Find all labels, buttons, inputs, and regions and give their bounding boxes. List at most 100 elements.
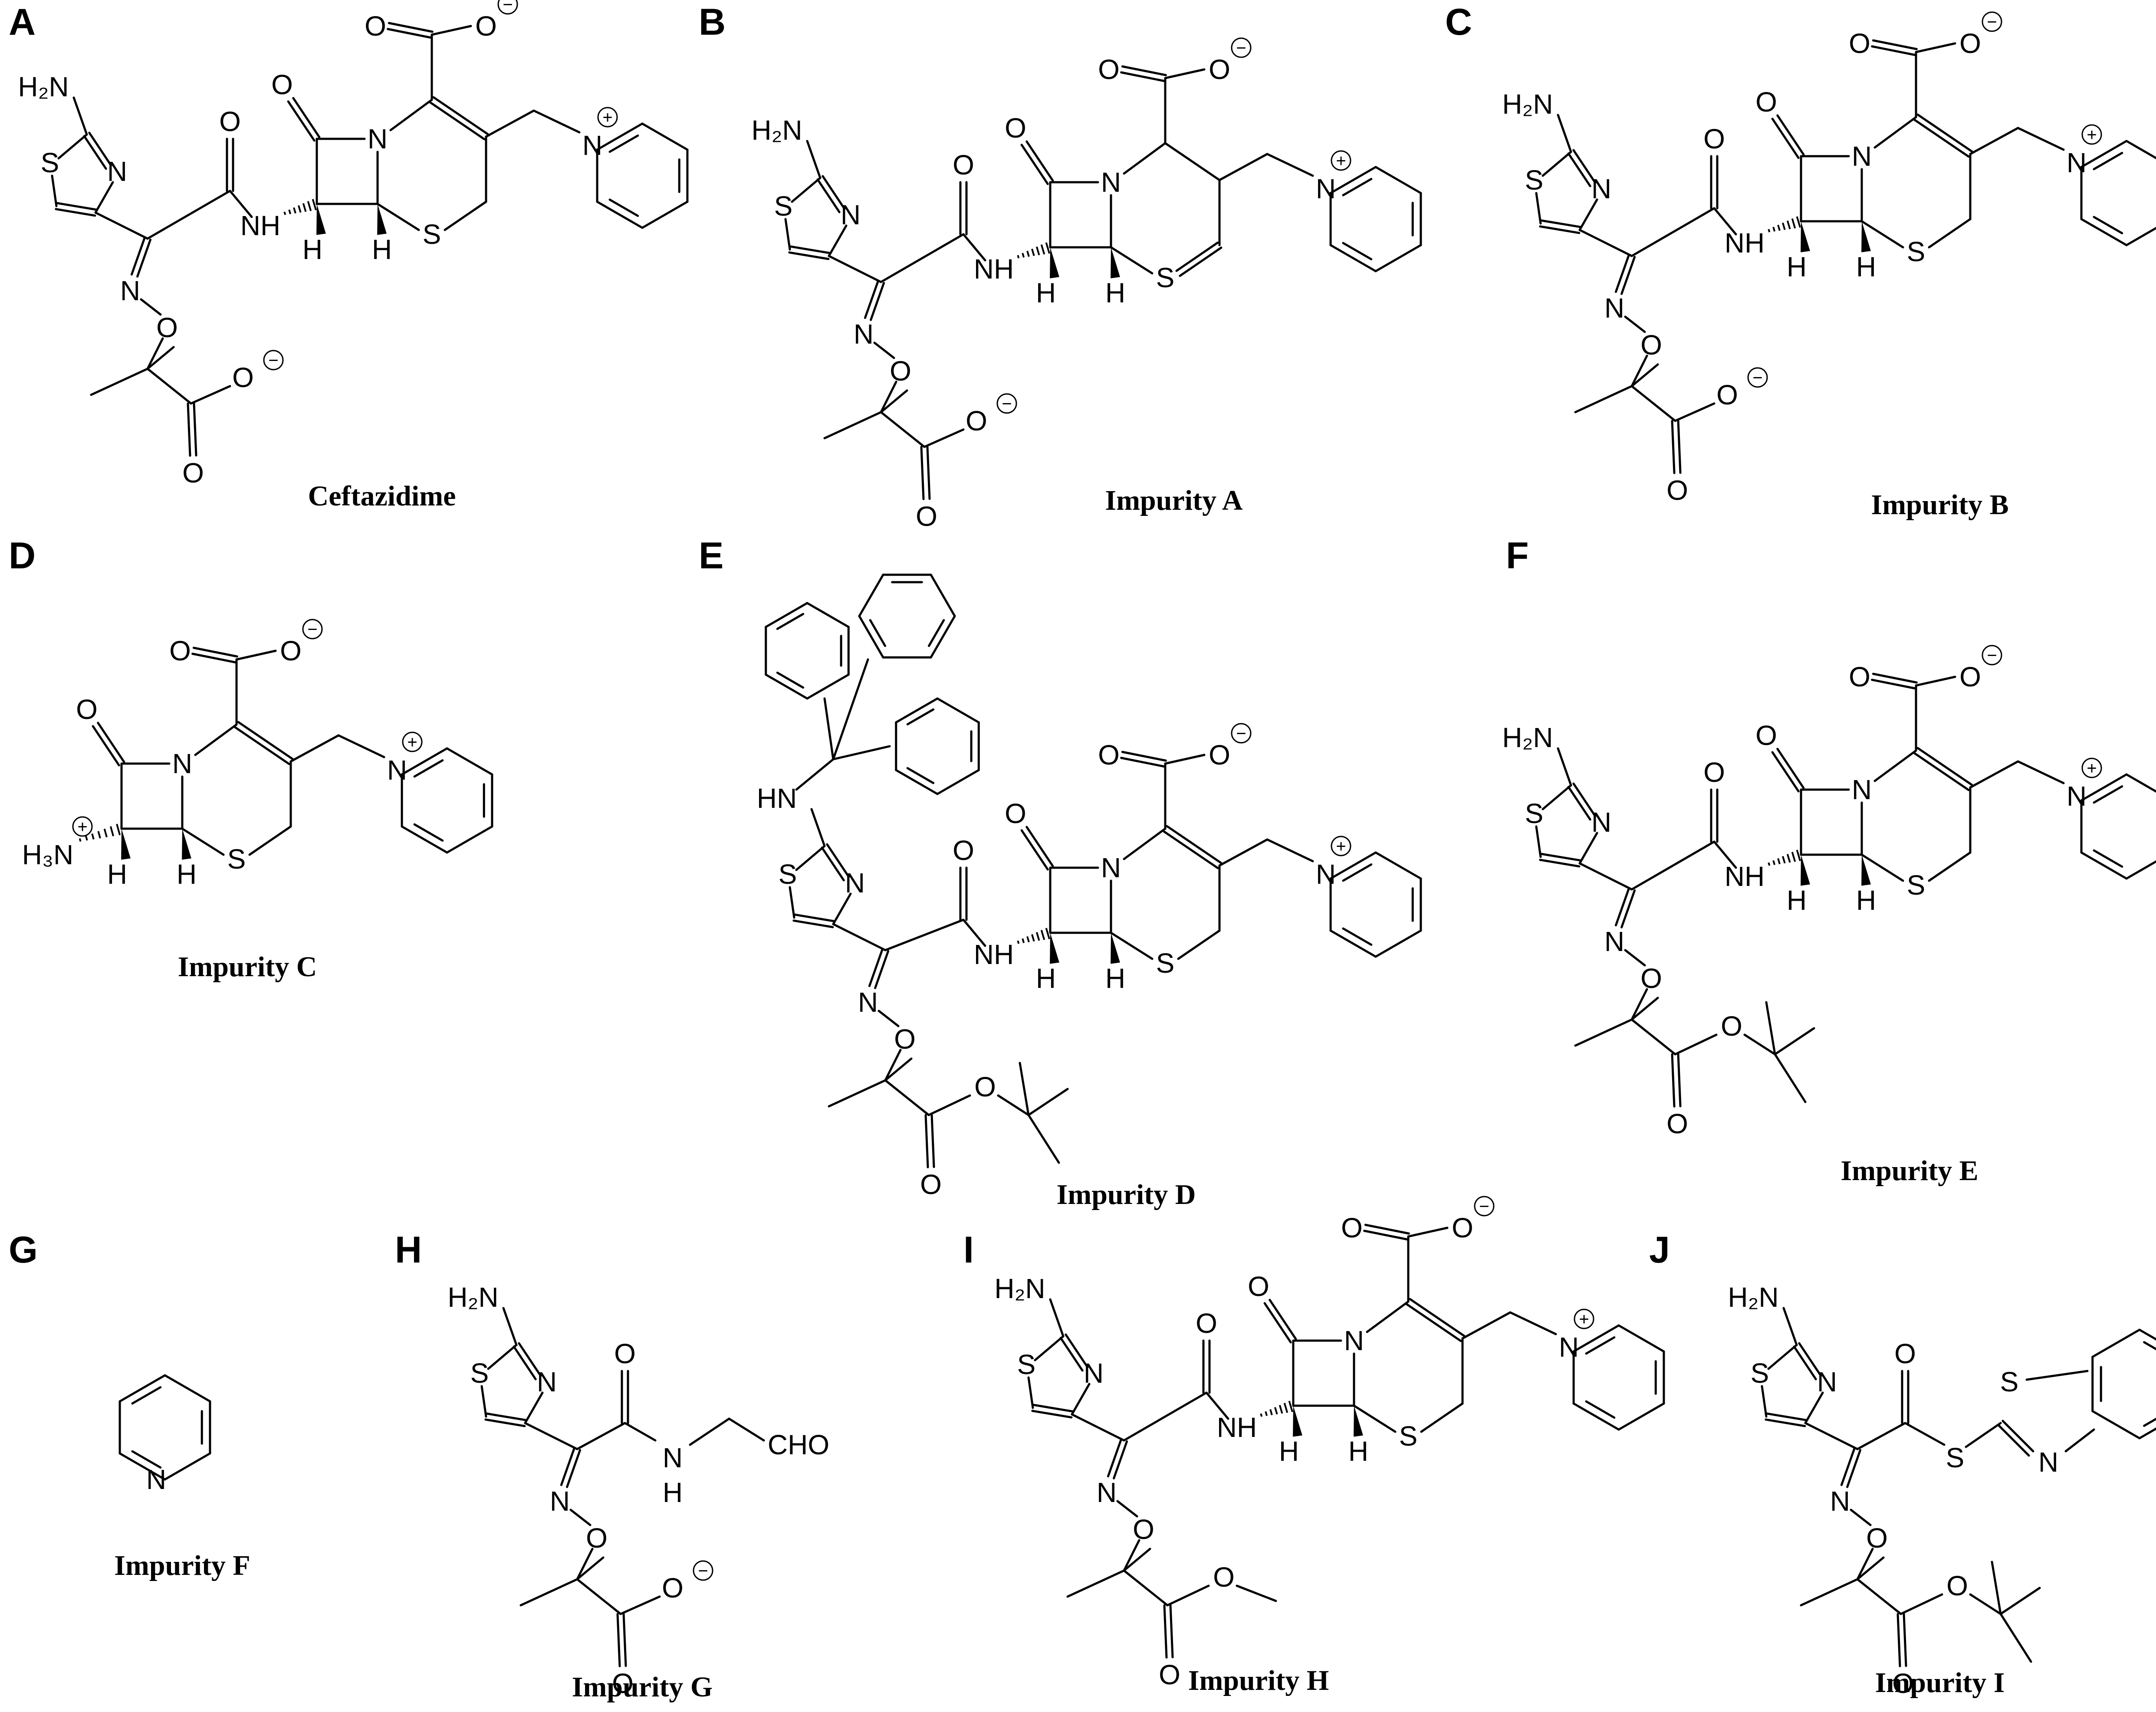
carboxylate-oxygen: O bbox=[475, 10, 497, 42]
carboxylate-oxygen: O bbox=[1716, 379, 1738, 410]
methyl-bond bbox=[1574, 1018, 1633, 1047]
methyl-bond bbox=[1066, 1569, 1125, 1598]
panel-letter-D: D bbox=[9, 535, 36, 577]
single-bond bbox=[181, 827, 225, 856]
single-bond bbox=[1804, 1391, 1824, 1424]
amide-oxygen: O bbox=[219, 106, 241, 137]
single-bond bbox=[1177, 929, 1221, 960]
single-bond bbox=[1804, 1422, 1859, 1450]
oxime-double-bond bbox=[868, 948, 890, 989]
oxime-nitrogen: N bbox=[1830, 1486, 1850, 1517]
methyl-bond bbox=[1630, 997, 1659, 1021]
single-bond bbox=[1761, 1385, 1768, 1418]
benzene-bond bbox=[765, 673, 808, 700]
ester-oxygen: O bbox=[974, 1071, 996, 1102]
single-bond bbox=[1915, 42, 1956, 53]
aromatic-inner-bond bbox=[776, 672, 805, 689]
carbonyl-oxygen: O bbox=[920, 1169, 942, 1200]
amino-group: H₂N bbox=[18, 71, 69, 102]
single-bond bbox=[1624, 315, 1646, 333]
hydrogen: H bbox=[107, 859, 127, 890]
carboxyl-oxygen: O bbox=[1849, 28, 1870, 59]
thiazole-sulfur: S bbox=[1525, 798, 1544, 829]
amide-hydrogen: H bbox=[663, 1477, 683, 1508]
benzene-bond bbox=[895, 697, 939, 724]
amino-group: H₂N bbox=[1502, 722, 1553, 753]
bonds-layer bbox=[51, 22, 2156, 1667]
single-bond bbox=[1218, 838, 1269, 867]
benzene-bond bbox=[895, 769, 939, 795]
single-bond bbox=[1071, 1413, 1125, 1442]
carbonyl-oxygen: O bbox=[612, 1668, 634, 1699]
single-bond bbox=[1630, 1018, 1676, 1056]
methyl-bond bbox=[1123, 1548, 1151, 1572]
amide-nh: NH bbox=[240, 210, 280, 241]
wedge-bond bbox=[1354, 1406, 1363, 1437]
single-bond bbox=[728, 1417, 765, 1442]
single-bond bbox=[1557, 114, 1572, 153]
double-bond bbox=[1901, 1370, 1910, 1424]
positive-charge: + bbox=[402, 731, 423, 752]
compound-name: Impurity H bbox=[1188, 1665, 1329, 1696]
pyridine-bond bbox=[446, 825, 493, 854]
compound-name: Impurity F bbox=[114, 1550, 250, 1581]
single-bond bbox=[1166, 1584, 1210, 1607]
oxime-oxygen: O bbox=[156, 312, 178, 343]
single-bond bbox=[57, 133, 88, 160]
oxime-double-bond bbox=[864, 280, 885, 321]
ring-double-bond bbox=[1175, 241, 1223, 277]
negative-charge: − bbox=[693, 1560, 713, 1581]
aromatic-inner-bond bbox=[1342, 242, 1373, 260]
single-bond bbox=[791, 177, 822, 203]
benzene-bond bbox=[2138, 1328, 2156, 1341]
single-bond bbox=[576, 1548, 594, 1581]
negative-charge: − bbox=[1474, 1196, 1495, 1217]
svg-text:−: − bbox=[1002, 394, 1012, 413]
carboxyl-oxygen: O bbox=[1098, 54, 1120, 85]
double-bond bbox=[821, 843, 850, 882]
aromatic-inner-bond bbox=[608, 134, 639, 153]
single-bond bbox=[248, 825, 292, 856]
single-bond bbox=[502, 1307, 518, 1346]
wedge-bond bbox=[1050, 933, 1059, 964]
aromatic-inner-bond bbox=[906, 708, 935, 725]
svg-text:+: + bbox=[2087, 759, 2097, 778]
thiazole-nitrogen: N bbox=[1084, 1358, 1104, 1389]
benzene-bond bbox=[858, 615, 884, 659]
single-bond bbox=[1969, 760, 2019, 789]
amide-oxygen: O bbox=[1703, 123, 1725, 154]
lactam-nitrogen: N bbox=[1852, 141, 1872, 172]
lactam-carbonyl bbox=[1263, 1299, 1297, 1344]
ring-double-bond bbox=[1913, 113, 1973, 158]
benzene-bond bbox=[930, 574, 956, 617]
compound-name: Impurity E bbox=[1840, 1155, 1978, 1187]
amide-carbonyl bbox=[1710, 788, 1719, 843]
single-bond bbox=[1630, 207, 1716, 257]
single-bond bbox=[1266, 153, 1314, 177]
ring-double-bond bbox=[1162, 825, 1223, 869]
oxime-nitrogen: N bbox=[1604, 926, 1624, 957]
carbonyl-oxygen: O bbox=[1892, 1668, 1914, 1699]
methyl-bond bbox=[1630, 363, 1659, 387]
wedge-bond bbox=[1861, 855, 1871, 886]
single-bond bbox=[624, 1422, 657, 1442]
single-bond bbox=[289, 734, 340, 763]
pyridine-bond bbox=[164, 1374, 211, 1403]
single-bond bbox=[828, 224, 848, 257]
hash-bond bbox=[1017, 242, 1050, 259]
pyridine-bond bbox=[1329, 929, 1377, 958]
hydrogen: H bbox=[1856, 885, 1876, 916]
lactam-oxygen: O bbox=[76, 694, 98, 725]
single-bond bbox=[884, 1049, 902, 1082]
pyridine-bond bbox=[1329, 851, 1377, 880]
carboxyl-oxygen: O bbox=[365, 10, 386, 42]
pyridinium-nitrogen: N bbox=[582, 130, 602, 161]
pyridine-bond bbox=[118, 1374, 166, 1403]
methyl-bond bbox=[1856, 1556, 1885, 1581]
lactam-oxygen: O bbox=[271, 69, 293, 100]
double-bond bbox=[920, 446, 931, 500]
hash-bond bbox=[283, 199, 317, 215]
wedge-bond bbox=[1050, 247, 1059, 279]
single-bond bbox=[1713, 207, 1737, 236]
double-bond bbox=[191, 646, 238, 664]
